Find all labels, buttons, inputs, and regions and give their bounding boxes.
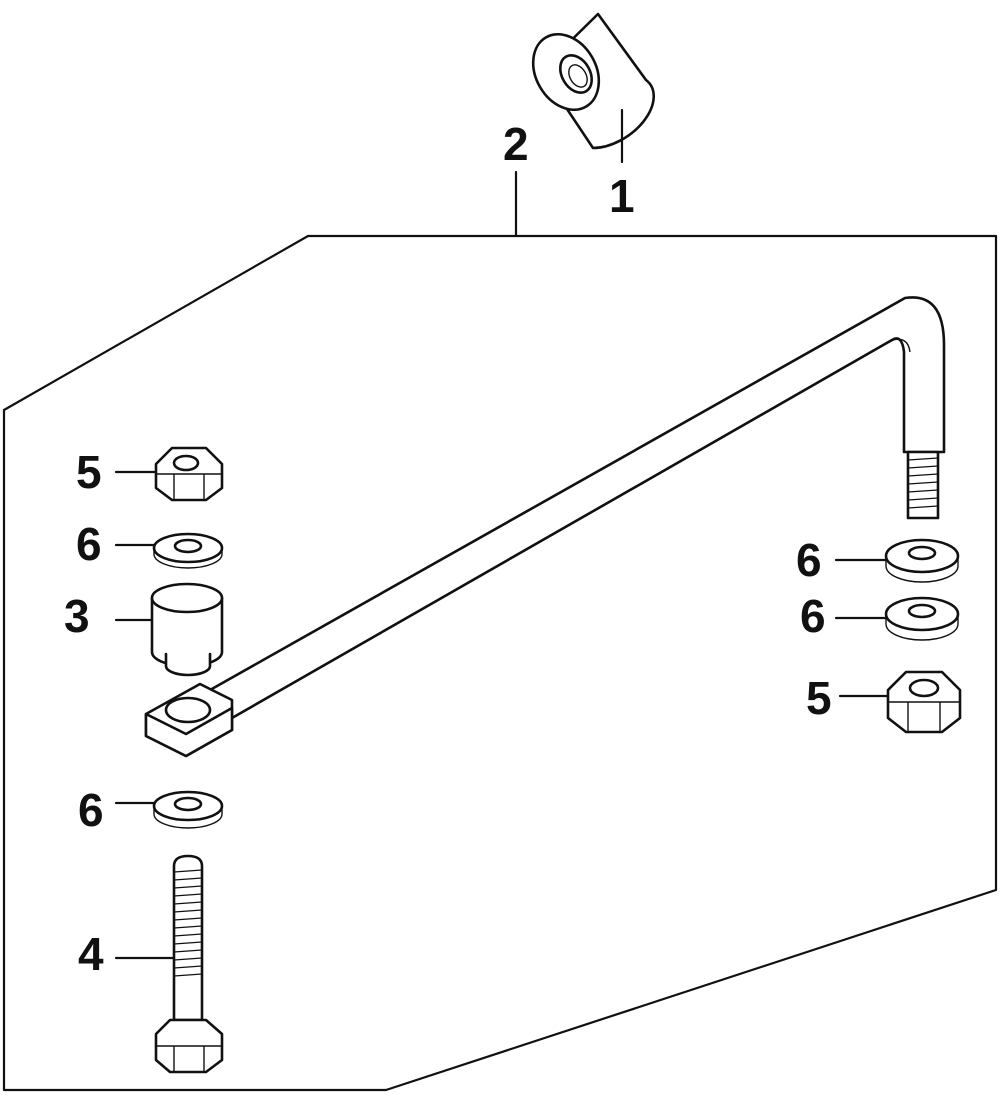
washer-right-bottom-part-6 xyxy=(884,596,960,641)
callout-1: 1 xyxy=(609,170,635,222)
collar-part-3 xyxy=(150,582,224,677)
callout-3: 3 xyxy=(64,590,90,642)
callout-6-right-bottom: 6 xyxy=(800,590,826,642)
callout-5-right: 5 xyxy=(806,672,832,724)
nut-right-part-5 xyxy=(886,670,962,734)
link-rod-part-2 xyxy=(144,296,946,758)
callout-4: 4 xyxy=(78,928,104,980)
washer-right-top-part-6 xyxy=(884,538,960,583)
bolt-part-4 xyxy=(154,854,224,1074)
bushing-part-1 xyxy=(531,12,656,150)
washer-left-top-part-6 xyxy=(152,532,224,569)
callout-5-left: 5 xyxy=(76,446,102,498)
washer-left-bottom-part-6 xyxy=(152,790,224,829)
callout-6-right-top: 6 xyxy=(796,534,822,586)
nut-left-part-5 xyxy=(154,446,224,502)
kit-boundary xyxy=(2,234,998,1092)
callout-2: 2 xyxy=(503,118,529,170)
callout-6-left-top: 6 xyxy=(76,518,102,570)
callout-6-left-bottom: 6 xyxy=(78,784,104,836)
